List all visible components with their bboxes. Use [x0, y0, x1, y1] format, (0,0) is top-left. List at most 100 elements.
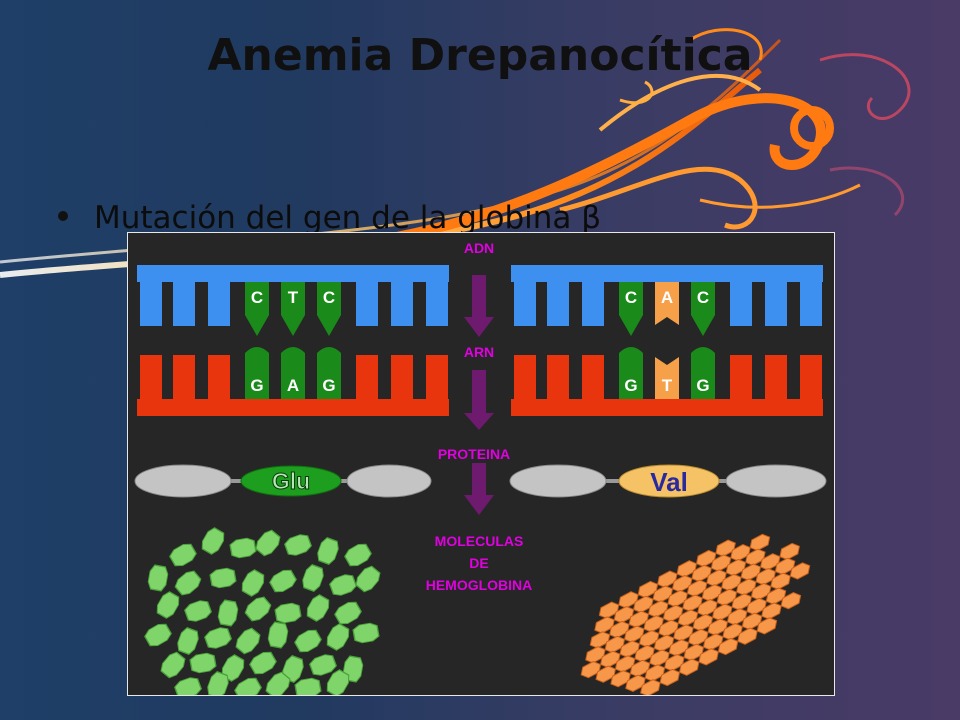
- normal-hemoglobin-molecule: [207, 671, 229, 695]
- rna-tooth: [582, 355, 604, 399]
- protein-chain-mutant: Val: [509, 464, 827, 498]
- normal-hemoglobin-molecule: [144, 623, 172, 647]
- dna-base: A: [655, 282, 679, 325]
- rna-base: A: [281, 347, 305, 399]
- normal-hemoglobin-molecule: [309, 654, 337, 676]
- normal-hemoglobin-molecule: [284, 534, 312, 556]
- normal-hemoglobin-molecule: [156, 591, 180, 619]
- rna-tooth: [765, 355, 787, 399]
- rna-tooth: [391, 355, 413, 399]
- svg-text:C: C: [697, 288, 709, 307]
- rna-backbone-mutant: [511, 399, 823, 416]
- protein-chain-normal: Glu: [134, 464, 432, 498]
- dna-base: C: [619, 282, 643, 336]
- svg-text:G: G: [696, 376, 709, 395]
- normal-hemoglobin-molecule: [334, 601, 362, 625]
- dna-backbone-mutant: [511, 265, 823, 282]
- normal-hemoglobin-molecule: [244, 596, 272, 622]
- arrow-dna-to-rna: [464, 275, 494, 337]
- rna-tooth: [730, 355, 752, 399]
- svg-text:C: C: [251, 288, 263, 307]
- normal-hemoglobin-molecule: [329, 574, 357, 596]
- dna-base: C: [245, 282, 269, 336]
- rna-backbone-normal: [137, 399, 449, 416]
- rna-base: G: [691, 347, 715, 399]
- normal-hemoglobin-molecule: [204, 627, 232, 649]
- amino-acid-val: Val: [650, 467, 688, 497]
- svg-text:A: A: [287, 376, 299, 395]
- svg-text:G: G: [624, 376, 637, 395]
- normal-hemoglobin-molecule: [174, 677, 202, 695]
- normal-hemoglobin-molecule: [302, 564, 324, 592]
- svg-text:G: G: [250, 376, 263, 395]
- normal-hemoglobin-molecule: [326, 669, 350, 695]
- normal-hemoglobin-molecule: [147, 564, 169, 592]
- normal-hemoglobin-molecule: [352, 622, 380, 644]
- label-moleculas: MOLECULAS: [435, 533, 524, 549]
- normal-hemoglobin-molecule: [229, 537, 257, 559]
- svg-text:T: T: [288, 288, 299, 307]
- rna-tooth: [140, 355, 162, 399]
- normal-hemoglobin-molecule: [294, 629, 322, 653]
- dna-tooth: [140, 282, 162, 326]
- svg-text:G: G: [322, 376, 335, 395]
- bullet-dot-icon: [58, 210, 68, 221]
- normal-hemoglobin-molecule: [189, 652, 217, 674]
- normal-hemoglobin-molecule: [269, 569, 297, 593]
- val-residue: [618, 464, 720, 498]
- dna-tooth: [547, 282, 569, 326]
- dna-base: C: [317, 282, 341, 336]
- rna-tooth: [800, 355, 822, 399]
- rna-base: G: [245, 347, 269, 399]
- normal-hemoglobin-molecule: [306, 594, 330, 622]
- normal-hemoglobin-molecule: [255, 529, 281, 557]
- normal-hemoglobin-molecule: [174, 570, 202, 596]
- svg-text:C: C: [323, 288, 335, 307]
- normal-hemoglobin-molecule: [209, 567, 237, 589]
- dna-tooth: [173, 282, 195, 326]
- bullet-text: Mutación del gen de la globina β: [94, 200, 602, 236]
- normal-hemoglobin-molecule: [241, 569, 265, 597]
- dna-tooth: [582, 282, 604, 326]
- normal-hemoglobin-molecule: [221, 654, 245, 682]
- arrow-rna-to-protein: [464, 370, 494, 430]
- svg-text:C: C: [625, 288, 637, 307]
- normal-hemoglobin-molecule: [234, 677, 262, 695]
- normal-hemoglobin-molecule: [326, 623, 350, 651]
- normal-hemoglobin-molecule: [294, 677, 322, 695]
- rna-base: T: [655, 357, 679, 399]
- sickle-hemoglobin-molecule: [789, 562, 811, 580]
- normal-hemoglobin-molecule: [160, 651, 186, 679]
- sickle-hemoglobin-molecule: [780, 591, 802, 610]
- dna-tooth: [391, 282, 413, 326]
- dna-base: C: [691, 282, 715, 336]
- normal-hemoglobin-molecule: [201, 527, 225, 555]
- rna-tooth: [208, 355, 230, 399]
- label-hemoglobina: HEMOGLOBINA: [426, 577, 533, 593]
- dna-tooth: [765, 282, 787, 326]
- dna-tooth: [800, 282, 822, 326]
- dna-tooth: [208, 282, 230, 326]
- rna-tooth: [514, 355, 536, 399]
- arrow-protein-to-molecules: [464, 463, 494, 515]
- normal-hemoglobin-molecule: [344, 543, 372, 567]
- bullet-item: Mutación del gen de la globina β: [58, 200, 601, 236]
- rna-tooth: [173, 355, 195, 399]
- normal-hemoglobin-molecule: [249, 651, 277, 675]
- normal-hemoglobin-molecule: [169, 543, 197, 567]
- sickle-hemoglobin-molecule: [756, 617, 778, 635]
- rna-tooth: [356, 355, 378, 399]
- dna-tooth: [356, 282, 378, 326]
- dna-tooth: [730, 282, 752, 326]
- label-de: DE: [469, 555, 488, 571]
- label-adn: ADN: [464, 240, 494, 256]
- normal-hemoglobin-molecule: [184, 600, 212, 622]
- dna-tooth: [426, 282, 448, 326]
- normal-hemoglobin-molecule: [317, 537, 339, 565]
- dna-tooth: [514, 282, 536, 326]
- normal-hemoglobin-molecule: [274, 602, 302, 624]
- normal-hemoglobin-molecules: [144, 527, 381, 695]
- sickle-hemoglobin-polymer: [580, 533, 811, 695]
